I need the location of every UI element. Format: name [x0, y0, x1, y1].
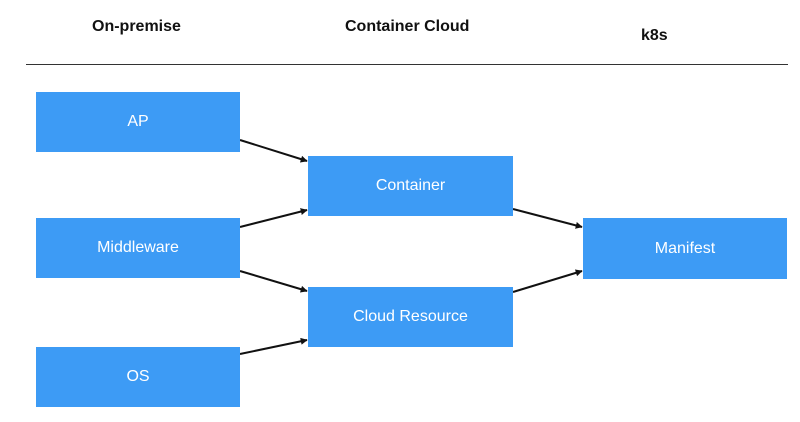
- arrow-middleware-to-cloud-resource: [239, 270, 308, 293]
- column-header-container-cloud: Container Cloud: [345, 18, 470, 35]
- arrow-ap-to-container: [239, 139, 308, 163]
- box-ap: AP: [36, 92, 240, 152]
- box-cloud-resource: Cloud Resource: [308, 287, 513, 347]
- box-os: OS: [36, 347, 240, 407]
- column-header-on-premise: On-premise: [92, 18, 181, 35]
- box-middleware: Middleware: [36, 218, 240, 278]
- arrow-container-to-manifest: [512, 208, 583, 229]
- arrow-cloud-resource-to-manifest: [512, 269, 583, 293]
- header-divider: [26, 64, 788, 65]
- box-container: Container: [308, 156, 513, 216]
- arrow-middleware-to-container: [239, 208, 308, 228]
- arrow-os-to-cloud-resource: [239, 337, 308, 355]
- box-manifest: Manifest: [583, 218, 787, 279]
- column-header-k8s: k8s: [641, 27, 668, 44]
